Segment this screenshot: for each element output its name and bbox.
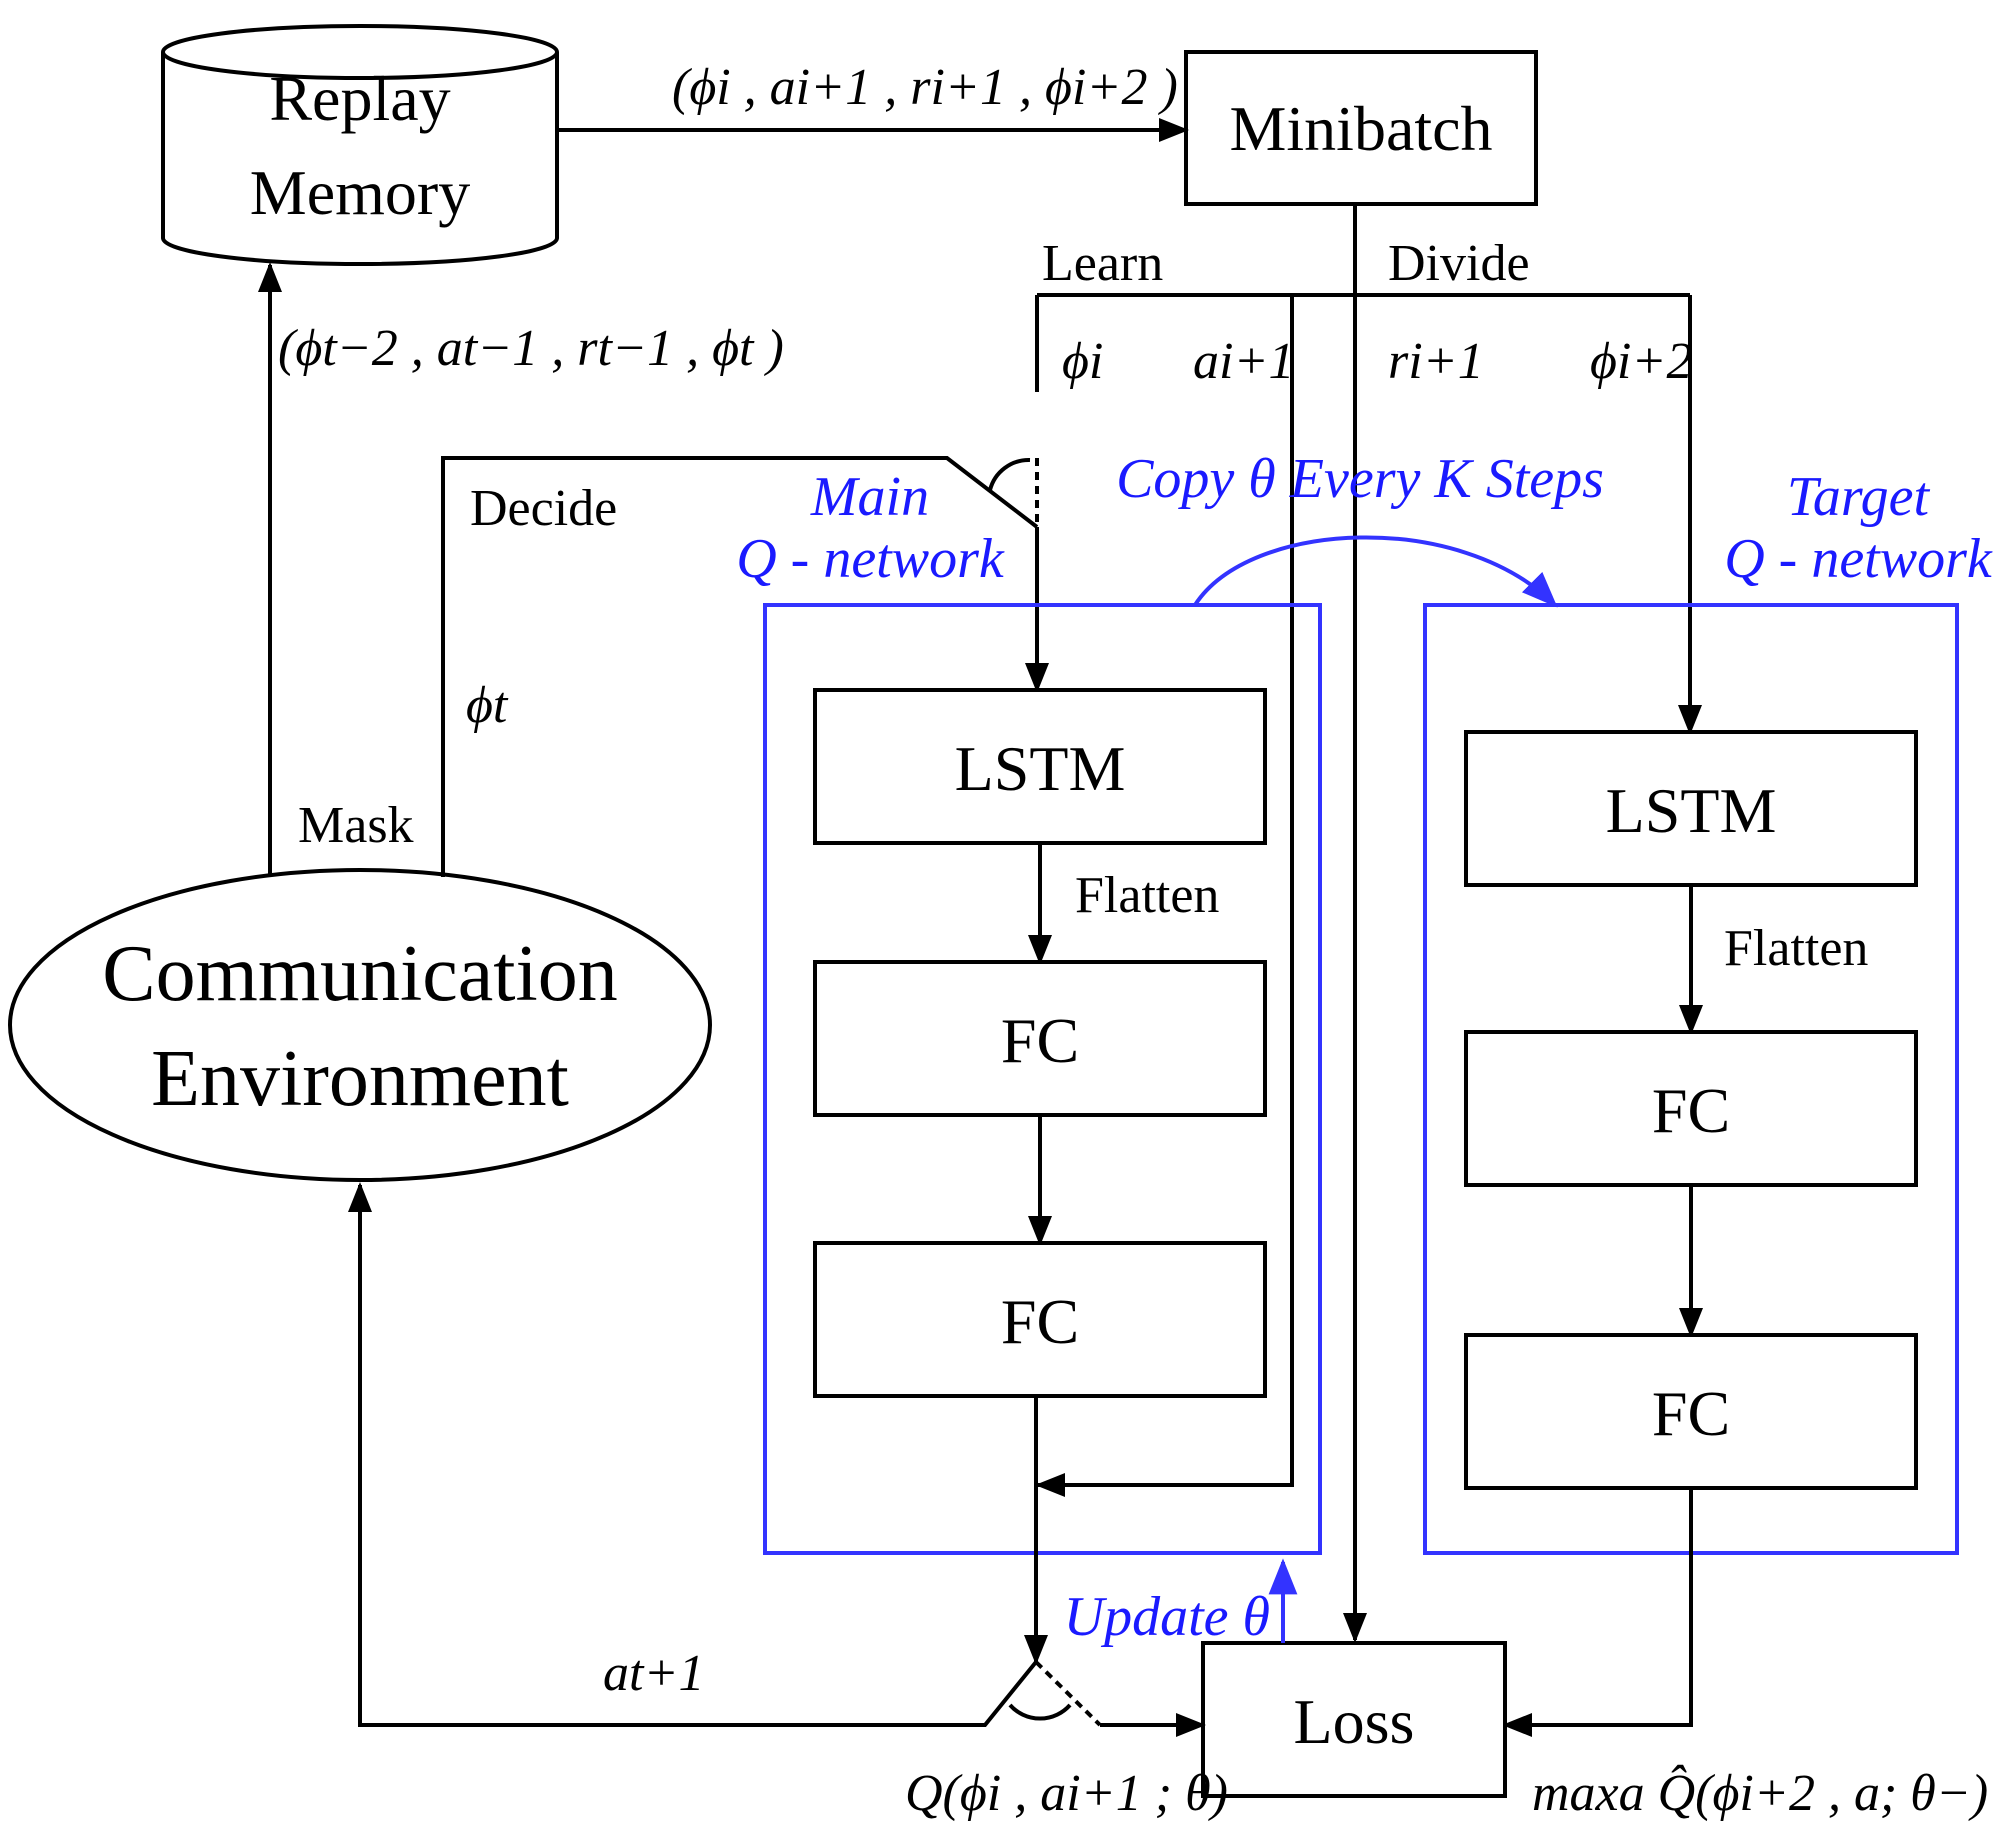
decide-path xyxy=(441,456,1039,877)
a-t1-label: at+1 xyxy=(603,1645,705,1702)
replay-memory-label-2: Memory xyxy=(250,157,470,228)
bottom-switch-arc xyxy=(1008,1703,1072,1721)
comm-env-label-2: Environment xyxy=(151,1035,569,1123)
communication-environment-node: Communication Environment xyxy=(8,868,712,1182)
copy-theta-arrow xyxy=(1193,535,1558,608)
comm-env-label-1: Communication xyxy=(102,930,618,1018)
phi-i-label: ϕi xyxy=(1062,333,1103,390)
minibatch-label: Minibatch xyxy=(1229,93,1492,164)
mask-label: Mask xyxy=(298,797,414,854)
main-q-network-group xyxy=(763,603,1322,1555)
target-fc1-node: FC xyxy=(1464,1030,1918,1187)
main-lstm-node: LSTM xyxy=(813,688,1267,845)
replay-memory-label-1: Replay xyxy=(269,63,450,134)
q-target-label: maxa Q̂(ϕi+2 , a; θ−) xyxy=(1532,1764,1988,1822)
a-i1-label: ai+1 xyxy=(1193,333,1295,390)
bottom-switch-dashed xyxy=(1034,1660,1102,1727)
copy-theta-label: Copy θ Every K Steps xyxy=(1116,448,1604,510)
main-q-label-1: Main xyxy=(810,466,929,528)
decide-label: Decide xyxy=(470,480,617,537)
main-fc1-label: FC xyxy=(1001,1005,1079,1076)
q-main-label: Q(ϕi , ai+1 ; θ) xyxy=(905,1765,1228,1822)
update-theta-label: Update θ xyxy=(1064,1586,1270,1648)
main-fc1-node: FC xyxy=(813,960,1267,1117)
minibatch-tuple-label: (ϕi , ai+1 , ri+1 , ϕi+2 ) xyxy=(672,59,1178,116)
memory-tuple-label: (ϕt−2 , at−1 , rt−1 , ϕt ) xyxy=(278,320,784,377)
replay-memory-node: Replay Memory xyxy=(161,24,559,266)
target-q-label-1: Target xyxy=(1787,466,1931,528)
main-fc2-label: FC xyxy=(1001,1286,1079,1357)
top-switch-arc xyxy=(988,457,1031,491)
main-flatten-label: Flatten xyxy=(1075,867,1219,924)
phi-t-label: ϕt xyxy=(466,677,509,734)
r-i1-label: ri+1 xyxy=(1388,333,1484,390)
divide-label: Divide xyxy=(1388,235,1530,292)
target-fc2-node: FC xyxy=(1464,1333,1918,1490)
a-to-merge-line xyxy=(1035,295,1294,1497)
target-fc2-to-loss xyxy=(1502,1488,1693,1737)
phi-i2-label: ϕi+2 xyxy=(1590,333,1692,390)
main-q-label-2: Q - network xyxy=(736,528,1005,590)
main-lstm-label: LSTM xyxy=(955,733,1126,804)
main-fc2-node: FC xyxy=(813,1241,1267,1398)
target-fc2-label: FC xyxy=(1652,1378,1730,1449)
target-fc1-label: FC xyxy=(1652,1075,1730,1146)
learn-label: Learn xyxy=(1042,235,1163,292)
loss-label: Loss xyxy=(1294,1686,1415,1757)
target-lstm-label: LSTM xyxy=(1606,775,1777,846)
action-to-env-path xyxy=(348,1182,1038,1727)
target-q-label-2: Q - network xyxy=(1724,528,1993,590)
target-lstm-node: LSTM xyxy=(1464,730,1918,887)
loss-node: Loss xyxy=(1201,1641,1507,1798)
minibatch-node: Minibatch xyxy=(1184,50,1538,206)
target-flatten-label: Flatten xyxy=(1724,920,1868,977)
